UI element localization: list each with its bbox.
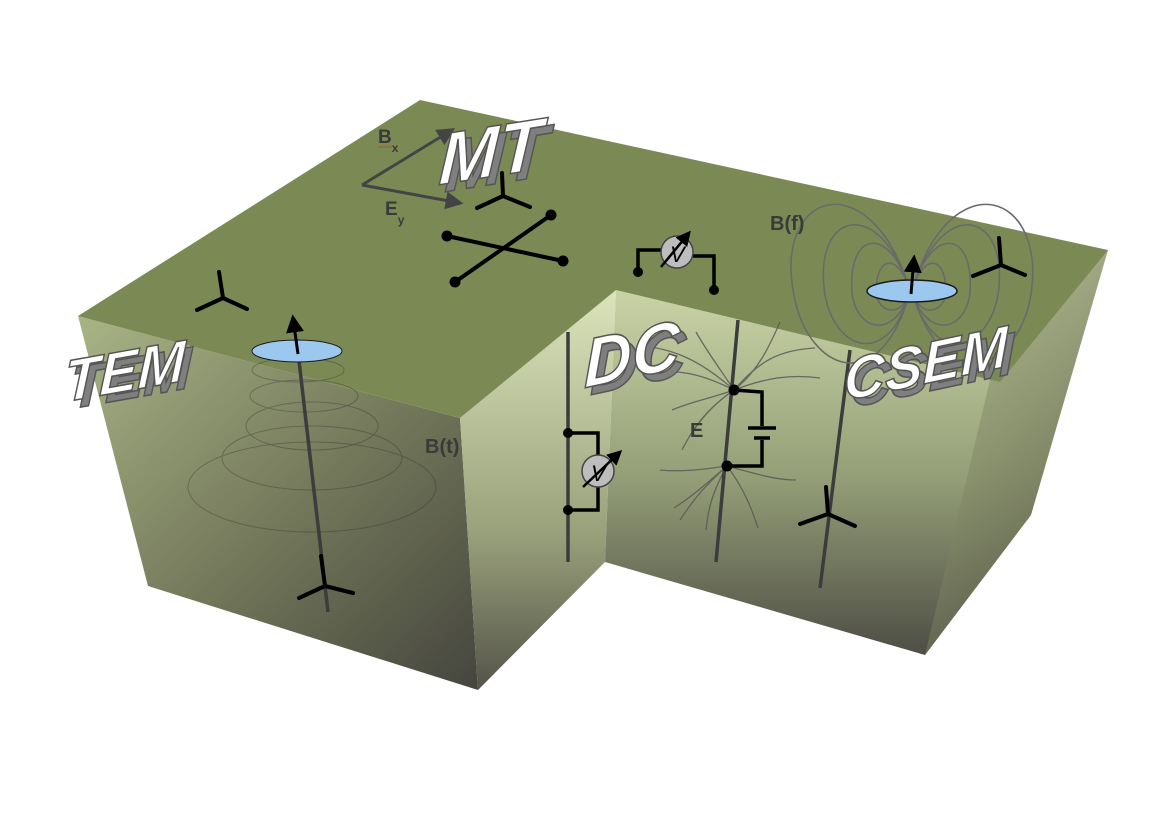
csem-surface-receiver-icon	[971, 236, 1027, 278]
mt-magnetometer-icon	[475, 171, 532, 210]
bx-axis-arrow	[361, 128, 456, 187]
dc-borehole-circuit	[568, 431, 600, 455]
block-left-face	[78, 316, 478, 690]
mt-title-shadow: MT	[443, 109, 555, 208]
mt-setup: Bx Ey MT MT	[361, 102, 569, 288]
dc-battery-circuit-lower	[727, 440, 764, 468]
dc-current-electrode-a	[728, 384, 740, 396]
csem-borehole-receiver-icon	[798, 485, 857, 528]
bx-label-sub: x	[392, 141, 399, 155]
csem-dipole-field-lines	[790, 203, 1034, 364]
dc-current-field-lines	[639, 321, 821, 531]
mt-title: MT	[437, 102, 549, 201]
bx-label-main: B	[378, 127, 392, 148]
csem-borehole	[818, 349, 852, 589]
dc-surface-voltmeter: V	[660, 230, 694, 269]
dc-borehole-right	[714, 319, 740, 563]
dc-battery-circuit	[733, 388, 764, 426]
dc-label-e-field: E	[690, 420, 703, 442]
dc-surface-voltmeter-symbol: V	[670, 242, 687, 267]
csem-moment-arrow	[903, 254, 922, 295]
tem-setup: B(t) TEM TEM	[63, 270, 459, 613]
tem-surface-receiver-icon	[195, 270, 249, 312]
tem-label-b-time: B(t)	[425, 436, 459, 458]
dc-current-electrode-b	[721, 460, 733, 472]
bx-label: Bx	[378, 127, 399, 155]
dc-borehole-electrode-lower	[563, 505, 573, 515]
mt-electric-dipoles	[446, 213, 564, 284]
block-front-face-left	[460, 290, 616, 690]
dc-surface-electrode-right	[709, 285, 719, 295]
tem-moment-arrow	[286, 314, 304, 355]
ey-label-main: E	[385, 199, 398, 220]
dc-borehole-electrode-upper	[563, 428, 573, 438]
dc-borehole-circuit-lower	[568, 487, 600, 512]
dc-borehole-voltmeter: V	[581, 449, 623, 488]
dc-battery-icon	[748, 426, 776, 440]
ey-label: Ey	[385, 199, 405, 227]
dc-surface-circuit-right	[692, 254, 716, 290]
tem-borehole-receiver-icon	[297, 554, 355, 600]
dc-setup: V V	[563, 230, 821, 563]
dc-surface-electrode-left	[633, 267, 643, 277]
ey-axis-arrow	[361, 183, 464, 210]
block-model	[78, 100, 1108, 690]
dc-surface-circuit	[636, 248, 663, 272]
mt-electrodes	[441, 209, 569, 288]
csem-label-b-freq: B(f)	[770, 213, 804, 235]
ey-label-sub: y	[398, 213, 405, 227]
block-right-face	[925, 250, 1108, 655]
